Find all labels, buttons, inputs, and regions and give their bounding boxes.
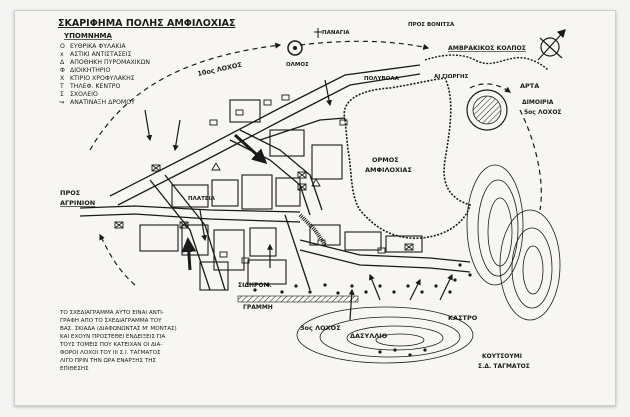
advance-lines <box>89 40 542 286</box>
label-polyvolo: ΠΟΛΥΒΟΛΑ <box>364 76 400 82</box>
label-pros-agrinio: ΠΡΟΣ <box>60 189 80 197</box>
legend-title: ΥΠΟΜΝΗΜΑ <box>63 32 113 40</box>
label-plateia: ΠΛΑΤΕΙΑ <box>188 196 216 202</box>
map-note: ΤΟ ΣΧΕΔΙΑΓΡΑΜΜΑ ΑΥΤΟ ΕΙΝΑΙ ΑΝΤΙ- ΓΡΑΦΗ Α… <box>59 310 177 372</box>
note-line: ΚΑΙ ΕΧΟΥΝ ΠΡΟΣΤΕΘΕΙ ΕΝΔΕΙΞΕΙΣ ΓΙΑ <box>60 334 165 340</box>
label-arta: ΑΡΤΑ <box>520 82 539 90</box>
castle-hill-contours <box>296 306 474 364</box>
bay-coastline <box>343 77 471 239</box>
label-lochos-10: 10ος ΛΟΧΟΣ <box>197 61 243 78</box>
map-markers <box>114 94 414 264</box>
label-pros-vonitsa: ΠΡΟΣ ΒΟΝΙΤΣΑ <box>408 22 455 28</box>
legend-symbol: Φ <box>60 67 65 74</box>
label-lochos-5: 5ος ΛΟΧΟΣ <box>524 109 562 116</box>
tree-symbols <box>253 263 472 357</box>
legend-text: ΑΠΟΘΗΚΗ ΠΥΡΟΜΑΧΙΚΩΝ <box>70 59 150 66</box>
label-kastro: ΚΑΣΤΡΟ <box>448 314 478 322</box>
legend-text: ΑΣΤΙΚΙ ΑΝΤΙΣΤΑΣΕΙΣ <box>70 51 132 58</box>
label-dasylio: ΔΑΣΥΛΛΙΟ <box>350 332 388 340</box>
legend-symbol: O <box>60 43 65 50</box>
label-dimoiria: ΔΙΜΟΙΡΙΑ <box>522 99 554 106</box>
legend: O ΕΥΘΡΙΚΑ ΦΥΛΑΚΙΑ x ΑΣΤΙΚΙ ΑΝΤΙΣΤΑΣΕΙΣ Δ… <box>59 43 150 106</box>
legend-symbol: Δ <box>60 59 65 66</box>
label-agrinio: ΑΓΡΙΝΙΟΝ <box>60 199 95 207</box>
legend-text: ΕΥΘΡΙΚΑ ΦΥΛΑΚΙΑ <box>70 43 126 50</box>
label-grammi: ΓΡΑΜΜΗ <box>243 304 273 311</box>
note-line: ΒΑΣ. ΣΚΙΑΔΑ (ΔΙΑΦΩΝΩΝΤΑΣ Μ' ΜΟΝΤΑΣ) <box>60 326 177 332</box>
gulf-shoreline <box>424 54 549 71</box>
legend-text: ΣΧΟΛΕΙΟ <box>70 91 98 98</box>
legend-symbol: x <box>60 51 64 58</box>
label-ai-georgis: ΑΙ ΓΙΩΡΓΗΣ <box>434 74 469 80</box>
note-line: ΦΟΡΟΙ ΛΟΧΟΙ ΤΟΥ ΙΙΙ Σ.Ι. ΤΑΓΜΑΤΟΣ <box>60 350 161 356</box>
note-line: ΤΟ ΣΧΕΔΙΑΓΡΑΜΜΑ ΑΥΤΟ ΕΙΝΑΙ ΑΝΤΙ- <box>59 310 164 316</box>
railway-line <box>237 295 359 303</box>
map-sheet <box>14 10 616 406</box>
legend-symbol: T <box>59 83 64 90</box>
legend-symbol: Σ <box>60 91 64 98</box>
legend-symbol: X <box>60 75 65 82</box>
label-amvrakikos: ΑΜΒΡΑΚΙΚΟΣ ΚΟΛΠΟΣ <box>448 45 526 52</box>
label-olmos: ΟΛΜΟΣ <box>286 62 309 68</box>
hill-contours-east <box>466 89 561 321</box>
label-koutsoumi: ΚΟΥΤΣΟΥΜΙ <box>482 353 522 360</box>
note-line: ΤΟΥΣ ΤΟΜΕΙΣ ΠΟΥ ΚΑΤΕΙΧΑΝ ΟΙ ΔΙΑ- <box>59 342 162 348</box>
legend-text: ΤΗΛΕΦ. ΚΕΝΤΡΟ <box>69 83 120 90</box>
panagia-symbol <box>287 28 322 56</box>
note-line: ΓΡΑΦΗ ΑΠΟ ΤΟ ΣΧΕΔΙΑΓΡΑΜΜΑ ΤΟΥ <box>60 318 162 324</box>
label-amfilochias: ΑΜΦΙΛΟΧΙΑΣ <box>365 166 412 174</box>
map-title: ΣΚΑΡΙΦΗΜΑ ΠΟΛΗΣ ΑΜΦΙΛΟΧΙΑΣ <box>58 18 236 29</box>
legend-text: ΔΙΟΙΚΗΤΗΡΙΟ <box>70 67 110 74</box>
label-ormos: ΟΡΜΟΣ <box>372 156 399 164</box>
attack-arrows <box>144 79 453 321</box>
note-line: ΛΙΓΟ ΠΡΙΝ ΤΗΝ ΩΡΑ ΕΝΑΡΞΗΣ ΤΗΣ <box>60 358 156 364</box>
label-panagia: ΠΑΝΑΓΙΑ <box>322 30 350 36</box>
note-line: ΕΠΙΘΕΣΗΣ <box>60 366 89 372</box>
label-lochos-3: 3ος ΛΟΧΟΣ <box>300 324 341 332</box>
legend-symbol: ↝ <box>59 99 64 106</box>
north-arrow-icon <box>537 29 566 61</box>
label-tagma: Σ.Δ. ΤΑΓΜΑΤΟΣ <box>478 363 530 370</box>
roads <box>79 64 471 291</box>
legend-text: ΚΤΙΡΙΟ ΧΡΟΦΥΛΑΚΗΣ <box>70 75 135 82</box>
label-sidirom: ΣΙΔΗΡΟΜ. <box>238 282 272 289</box>
legend-text: ΑΝΑΤΙΝΑΞΗ ΔΡΟΜΟΥ <box>70 99 135 106</box>
